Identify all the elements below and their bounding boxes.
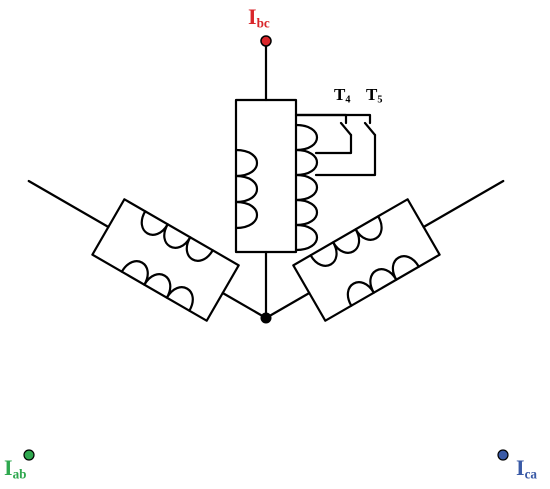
lead-ca-terminal	[422, 179, 505, 229]
terminal-ca-dot	[497, 449, 509, 461]
winding-box-ab	[91, 198, 240, 322]
lead-ab-terminal	[27, 179, 110, 229]
coil-ab-lower	[140, 210, 214, 262]
switch-t5-blade	[363, 121, 377, 137]
coil-ca-lower	[346, 255, 420, 307]
terminal-ca-label-main: I	[516, 455, 525, 480]
tap-lead-t5	[294, 113, 372, 125]
terminal-bc-dot	[260, 35, 272, 47]
switch-t4-label-main: T	[334, 85, 346, 104]
switch-t4-blade	[339, 121, 353, 137]
switch-t5-label-main: T	[366, 85, 378, 104]
lead-ab-neutral	[221, 291, 268, 320]
terminal-bc-label-main: I	[248, 4, 257, 29]
coil-ab-upper	[120, 260, 194, 312]
terminal-bc-label: Ibc	[248, 6, 270, 30]
coil-bc-tapped	[294, 123, 318, 252]
terminal-ca-label-sub: ca	[524, 466, 538, 482]
tap-lead-t4	[294, 113, 348, 125]
terminal-ca-label: Ica	[516, 457, 537, 481]
switch-t4-label-sub: 4	[345, 94, 351, 106]
neutral-node	[260, 312, 272, 324]
coil-bc-primary	[234, 148, 259, 230]
terminal-ab-label-main: I	[4, 455, 13, 480]
switch-t4-return	[314, 133, 353, 155]
terminal-ab-label-sub: ab	[12, 466, 27, 482]
lead-ca-neutral	[264, 291, 311, 320]
switch-t5-label: T5	[366, 86, 382, 106]
switch-t5-return	[314, 133, 377, 177]
terminal-ab-label: Iab	[4, 457, 27, 481]
coil-ca-upper	[309, 215, 383, 267]
terminal-bc-label-sub: bc	[256, 15, 270, 31]
switch-t4-label: T4	[334, 86, 350, 106]
switch-t5-label-sub: 5	[377, 94, 383, 106]
terminal-ab-dot	[23, 449, 35, 461]
